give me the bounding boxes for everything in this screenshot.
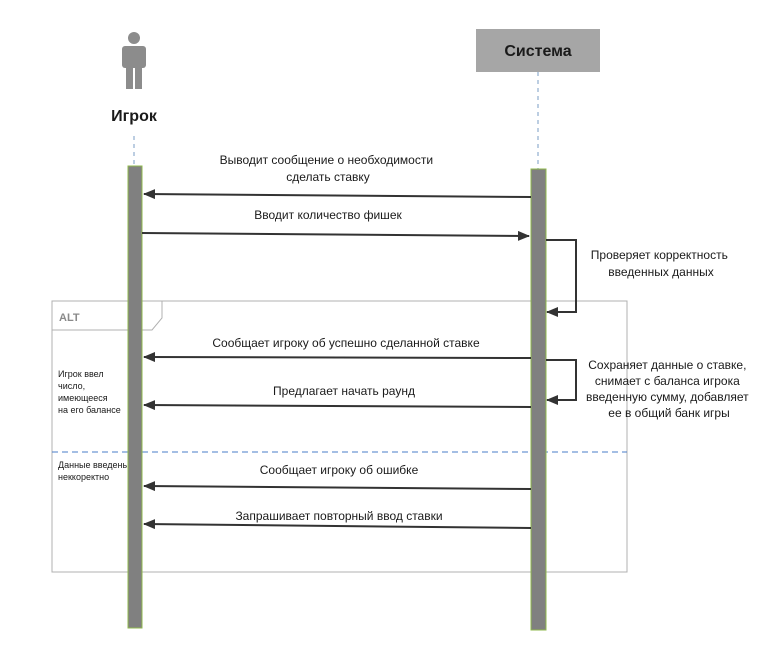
alt-frame: [51, 300, 628, 573]
alt-label: ALT: [59, 312, 80, 324]
actor-player: Игрок: [111, 32, 158, 629]
system-box: [476, 29, 600, 72]
message-label: Запрашивает повторный ввод ставки: [235, 509, 442, 523]
message-arrow: [143, 352, 532, 363]
self-message-label: Проверяет корректность введенных данных: [591, 248, 731, 279]
message-arrow: [143, 400, 532, 411]
message-5: Сообщает игроку об ошибке: [143, 463, 532, 492]
message-1: Выводит сообщение о необходимости сделат…: [143, 153, 532, 200]
message-3: Сообщает игроку об успешно сделанной ста…: [143, 336, 532, 363]
alt-guard-1: Игрок ввел число, имеющееся на его балан…: [58, 369, 121, 415]
self-message-1: Проверяет корректность введенных данных: [546, 239, 731, 317]
message-label: Сообщает игроку об успешно сделанной ста…: [212, 336, 480, 350]
message-arrow: [141, 230, 530, 241]
message-6: Запрашивает повторный ввод ставки: [143, 509, 532, 530]
player-lifeline: [127, 165, 143, 629]
message-arrow: [143, 481, 532, 492]
message-arrow: [143, 189, 532, 200]
self-message-arrow: [546, 239, 577, 317]
message-2: Вводит количество фишек: [141, 208, 530, 241]
message-4: Предлагает начать раунд: [143, 384, 532, 411]
self-message-label: Сохраняет данные о ставке, снимает с бал…: [586, 358, 752, 420]
person-icon: [122, 32, 146, 89]
message-label: Выводит сообщение о необходимости сделат…: [220, 153, 437, 184]
message-arrow: [143, 519, 532, 530]
self-message-2: Сохраняет данные о ставке, снимает с бал…: [546, 358, 752, 420]
self-message-arrow: [546, 359, 577, 405]
system-lifeline: [530, 168, 547, 631]
actor-player-label: Игрок: [111, 108, 158, 125]
actor-system-label: Система: [504, 43, 571, 60]
message-label: Предлагает начать раунд: [273, 384, 415, 398]
actor-system: Система: [476, 29, 600, 631]
message-label: Вводит количество фишек: [254, 208, 402, 222]
message-label: Сообщает игроку об ошибке: [260, 463, 419, 477]
alt-guard-2: Данные введены неккоректно: [58, 460, 132, 482]
